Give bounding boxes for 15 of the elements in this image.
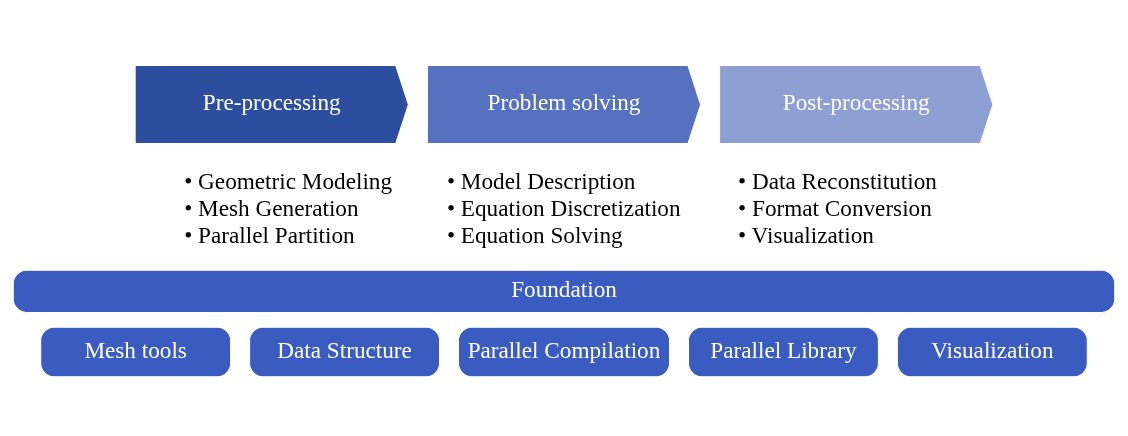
node-label: • Model Description [446, 167, 636, 194]
node-label: • Format Conversion [738, 195, 932, 221]
node-label: • Parallel Partition [184, 222, 355, 249]
node-box: Data Structure [249, 326, 441, 378]
node-box: Parallel Compilation [457, 326, 671, 378]
node-box: Mesh tools [40, 326, 232, 378]
node-box: Visualization [896, 326, 1088, 378]
node-label: • Geometric Modeling [184, 167, 393, 194]
node-label: • Mesh Generation [184, 195, 359, 221]
node-label: • Equation Discretization [446, 195, 681, 221]
node-box: Parallel Library [687, 326, 879, 378]
node-label: • Visualization [738, 222, 874, 249]
node-label: • Data Reconstitution [738, 167, 937, 194]
node-label: • Equation Solving [446, 222, 623, 249]
node-box: Foundation [12, 269, 1116, 313]
